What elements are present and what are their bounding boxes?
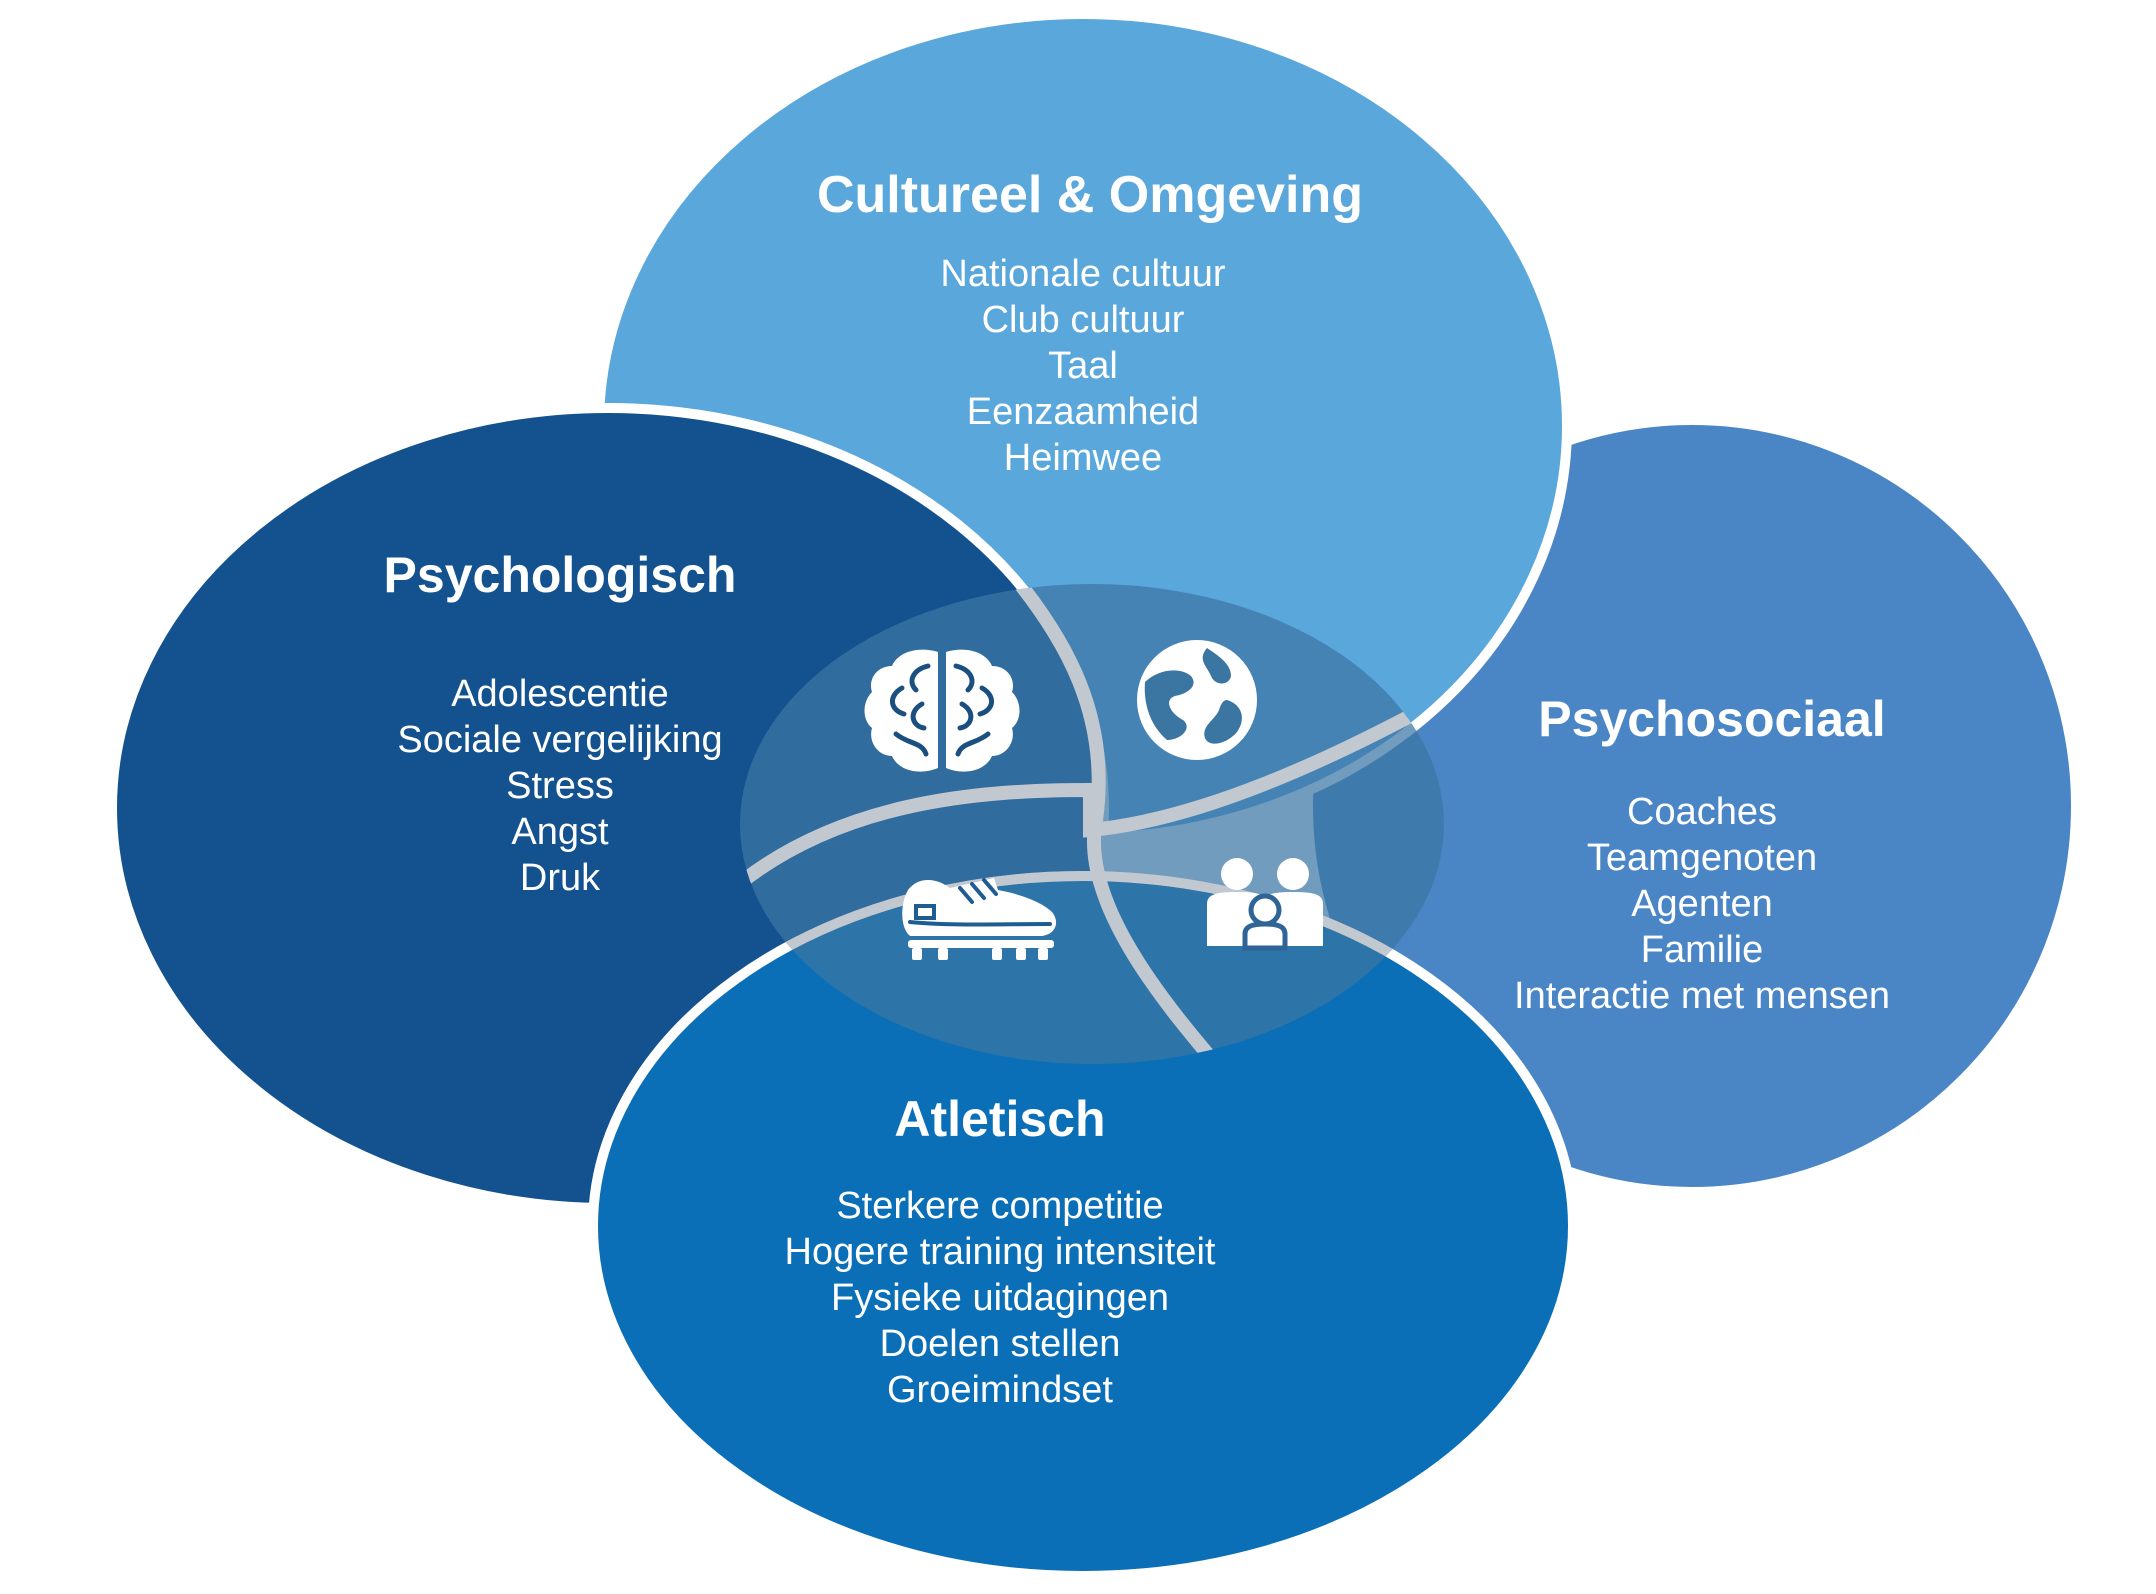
athletic-item: Hogere training intensiteit [785, 1231, 1216, 1273]
athletic-outline [740, 871, 1444, 1064]
psychological-item: Stress [506, 765, 614, 807]
athletic-item: Fysieke uitdagingen [831, 1277, 1169, 1319]
football-boot-icon [902, 878, 1057, 960]
center-dividers [740, 584, 1444, 1064]
psychological-item: Sociale vergelijking [397, 719, 722, 761]
cultural-title: Cultureel & Omgeving [817, 166, 1363, 224]
athletic-item: Groeimindset [887, 1369, 1113, 1411]
psychological-item: Druk [520, 857, 601, 899]
cultural-item: Club cultuur [982, 299, 1185, 341]
psychosocial-item: Familie [1641, 929, 1763, 971]
cultural-item: Heimwee [1004, 437, 1162, 479]
psychosocial-item: Interactie met mensen [1514, 975, 1890, 1017]
athletic-item: Doelen stellen [880, 1323, 1121, 1365]
psychosocial-item: Coaches [1627, 791, 1777, 833]
brain-icon [864, 649, 1020, 772]
psychological-title: Psychologisch [384, 547, 737, 603]
cultural-item: Eenzaamheid [967, 391, 1199, 433]
psychosocial-item: Agenten [1631, 883, 1773, 925]
psychological-item: Angst [511, 811, 609, 853]
cultural-item: Nationale cultuur [940, 253, 1226, 295]
psychological-item: Adolescentie [451, 673, 669, 715]
globe-icon [1137, 640, 1257, 760]
athletic-item: Sterkere competitie [836, 1185, 1163, 1227]
athletic-title: Atletisch [894, 1091, 1105, 1147]
cultural-item: Taal [1048, 345, 1118, 387]
psychosocial-title: Psychosociaal [1538, 691, 1885, 747]
psychosocial-item: Teamgenoten [1587, 837, 1817, 879]
family-icon [1207, 858, 1323, 951]
